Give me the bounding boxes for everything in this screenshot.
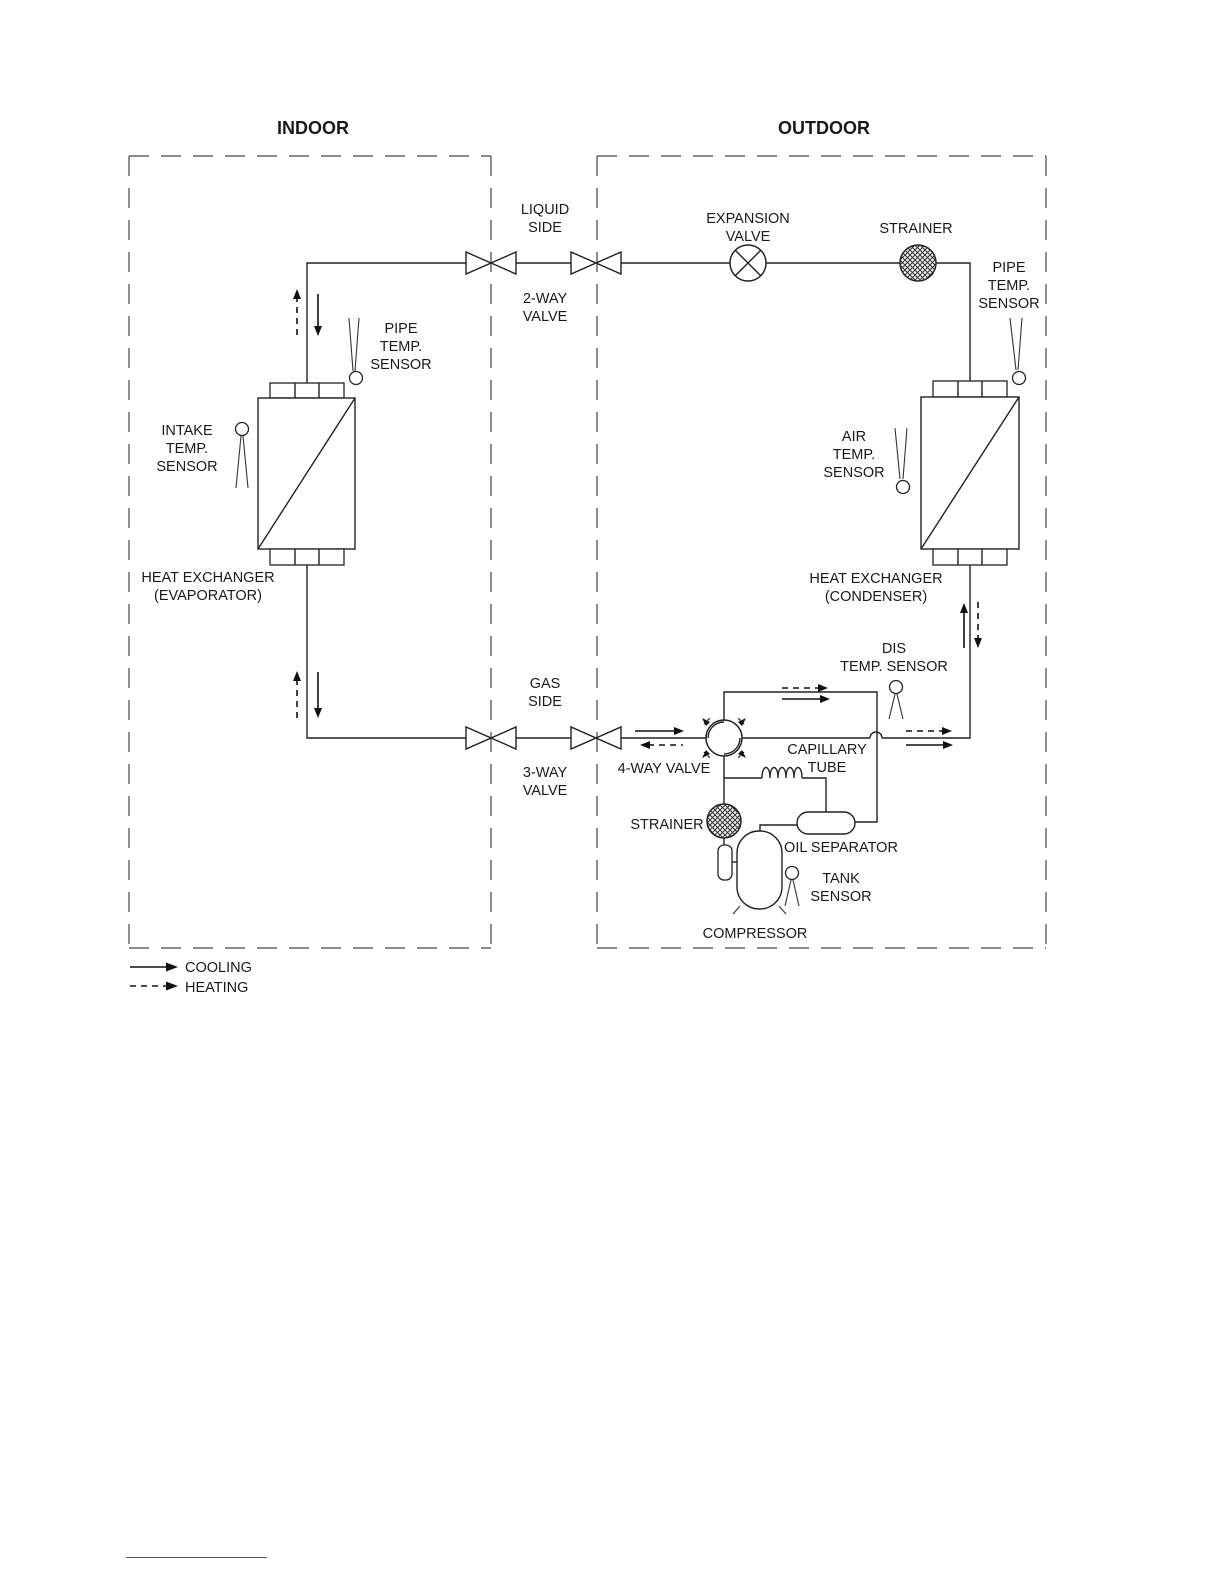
evaporator-label: HEAT EXCHANGER (EVAPORATOR) [141,570,274,604]
svg-text:SENSOR: SENSOR [810,889,871,905]
three-way-valve-label: 3-WAY VALVE [523,765,568,799]
svg-text:SIDE: SIDE [528,220,562,236]
tank-sensor-label: TANK SENSOR [810,871,871,905]
air-sensor-label: AIR TEMP. SENSOR [823,429,884,481]
svg-text:SENSOR: SENSOR [370,357,431,373]
outdoor-pipe-sensor-icon [1009,317,1027,386]
svg-text:HEATING: HEATING [185,980,248,996]
intake-sensor-icon [234,421,250,489]
svg-text:COOLING: COOLING [185,960,252,976]
gas-side-label: GAS SIDE [528,676,562,710]
strainer-top-label: STRAINER [879,221,952,237]
svg-text:TUBE: TUBE [808,760,847,776]
svg-text:SENSOR: SENSOR [978,296,1039,312]
expansion-valve-label: EXPANSION VALVE [706,211,790,245]
svg-text:EXPANSION: EXPANSION [706,211,790,227]
liquid-side-valve-indoor [465,250,517,276]
svg-text:CAPILLARY: CAPILLARY [787,742,867,758]
svg-text:2-WAY: 2-WAY [523,291,568,307]
condenser-heat-exchanger [920,380,1020,566]
liquid-side-label: LIQUID SIDE [521,202,569,236]
svg-text:(CONDENSER): (CONDENSER) [825,589,927,605]
indoor-boundary [128,155,492,949]
air-sensor-icon [894,427,911,495]
svg-text:VALVE: VALVE [523,309,568,325]
compressor-icon [717,824,797,915]
gas-side-valve-indoor [465,725,517,751]
flow-arrows [293,289,982,749]
outdoor-heading: OUTDOOR [778,118,870,138]
svg-text:PIPE: PIPE [992,260,1025,276]
legend-cooling: COOLING [130,960,252,976]
indoor-heading: INDOOR [277,118,349,138]
svg-text:LIQUID: LIQUID [521,202,569,218]
svg-text:(EVAPORATOR): (EVAPORATOR) [154,588,262,604]
liquid-side-valve-outdoor [570,250,622,276]
svg-text:DIS: DIS [882,641,906,657]
svg-text:TEMP.: TEMP. [988,278,1030,294]
indoor-pipe-sensor-icon [348,317,364,386]
svg-text:SENSOR: SENSOR [823,465,884,481]
intake-sensor-label: INTAKE TEMP. SENSOR [156,423,217,475]
four-way-valve-icon [702,717,746,759]
condenser-label: HEAT EXCHANGER (CONDENSER) [809,571,942,605]
svg-text:HEAT EXCHANGER: HEAT EXCHANGER [141,570,274,586]
svg-text:GAS: GAS [530,676,561,692]
svg-text:VALVE: VALVE [726,229,771,245]
svg-text:3-WAY: 3-WAY [523,765,568,781]
two-way-valve-label: 2-WAY VALVE [523,291,568,325]
svg-text:VALVE: VALVE [523,783,568,799]
outdoor-pipe-sensor-label: PIPE TEMP. SENSOR [978,260,1039,312]
expansion-valve-icon [729,244,767,282]
capillary-tube-label: CAPILLARY TUBE [787,742,867,776]
strainer-top-icon [899,244,937,282]
svg-text:AIR: AIR [842,429,866,445]
svg-text:SIDE: SIDE [528,694,562,710]
legend-heating: HEATING [130,980,248,996]
tank-sensor-icon [784,865,800,907]
footer-rule [126,1557,267,1558]
strainer-bottom-label: STRAINER [630,817,703,833]
svg-text:PIPE: PIPE [384,321,417,337]
four-way-valve-label: 4-WAY VALVE [618,761,711,777]
svg-text:TEMP.: TEMP. [166,441,208,457]
svg-text:HEAT EXCHANGER: HEAT EXCHANGER [809,571,942,587]
dis-temp-sensor-icon [888,679,904,720]
legend: COOLING HEATING [130,960,252,996]
svg-text:TEMP.: TEMP. [833,447,875,463]
oil-separator-label: OIL SEPARATOR [784,840,898,856]
svg-text:SENSOR: SENSOR [156,459,217,475]
strainer-bottom-icon [706,803,742,839]
gas-side-valve-outdoor [570,725,622,751]
evaporator-heat-exchanger [257,382,356,566]
refrigerant-piping [306,262,971,845]
indoor-pipe-sensor-label: PIPE TEMP. SENSOR [370,321,431,373]
oil-separator-icon [796,811,856,835]
outdoor-boundary [596,155,1047,949]
dis-sensor-label: DIS TEMP. SENSOR [840,641,948,675]
svg-text:TEMP. SENSOR: TEMP. SENSOR [840,659,948,675]
svg-text:TANK: TANK [822,871,860,887]
svg-text:INTAKE: INTAKE [161,423,213,439]
compressor-label: COMPRESSOR [703,926,808,942]
svg-text:TEMP.: TEMP. [380,339,422,355]
